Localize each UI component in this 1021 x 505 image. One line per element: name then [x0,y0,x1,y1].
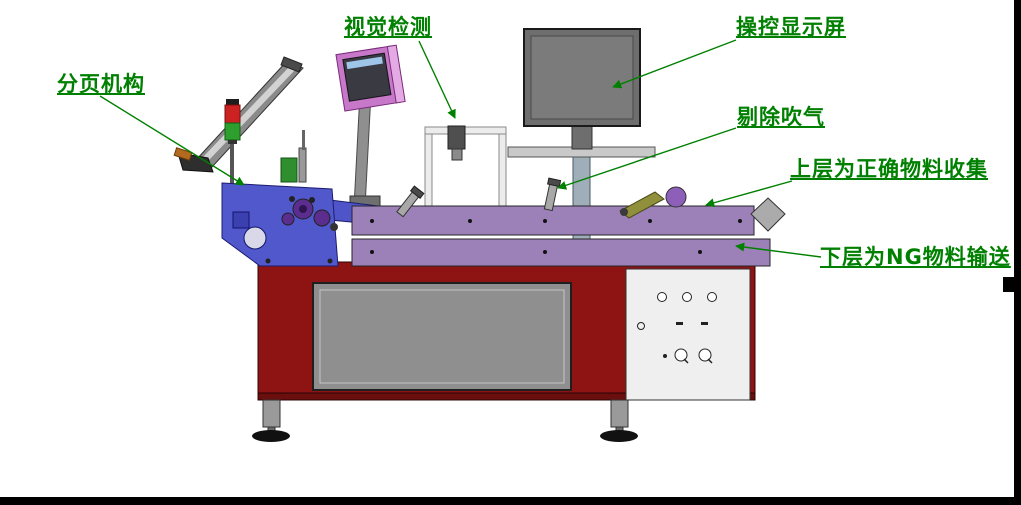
right-border [1014,0,1021,505]
label-lower-ng: 下层为NG物料输送 [820,245,1011,269]
leader-lower [735,242,822,258]
collect-guide-rail [619,191,665,219]
feeder-tip [173,147,193,161]
machine-feet [252,399,638,442]
panel-indicator [637,322,645,330]
end-deflector [750,197,786,232]
label-reject-air-blow: 剔除吹气 [737,105,825,129]
right-border-tab [1003,277,1014,292]
vision-camera [447,125,466,150]
hmi-pole [349,99,381,209]
monitor [523,28,641,150]
tower-light-green-segment [224,122,241,141]
paging-sensor-block [280,157,298,183]
camera-lens [451,148,463,161]
label-upper-collect: 上层为正确物料收集 [790,157,988,181]
hmi-display [335,44,406,112]
paging-gear [313,209,331,227]
label-vision-inspection: 视觉检测 [344,15,432,39]
panel-button [707,292,717,302]
label-paging-mechanism: 分页机构 [57,72,145,96]
leader-paging [99,95,245,186]
guide-pin [396,185,425,218]
tower-light [224,99,241,186]
vision-gantry [424,125,507,209]
paging-gear [281,212,295,226]
collect-roller [665,186,687,208]
panel-button [657,292,667,302]
leader-lines [99,39,822,258]
leader-vision [418,40,456,119]
paging-mechanism [221,130,395,267]
panel-button [682,292,692,302]
lower-conveyor [351,238,771,267]
tower-light-red-segment [224,104,241,124]
label-control-monitor: 操控显示屏 [736,15,846,39]
leader-upper [705,180,793,208]
panel-key-switch [698,348,712,362]
leader-monitor [612,39,737,89]
leader-reject [557,127,737,190]
upper-conveyor [351,205,755,236]
panel-key-switch [674,348,688,362]
control-panel [625,268,751,401]
bottom-border [0,497,1021,505]
